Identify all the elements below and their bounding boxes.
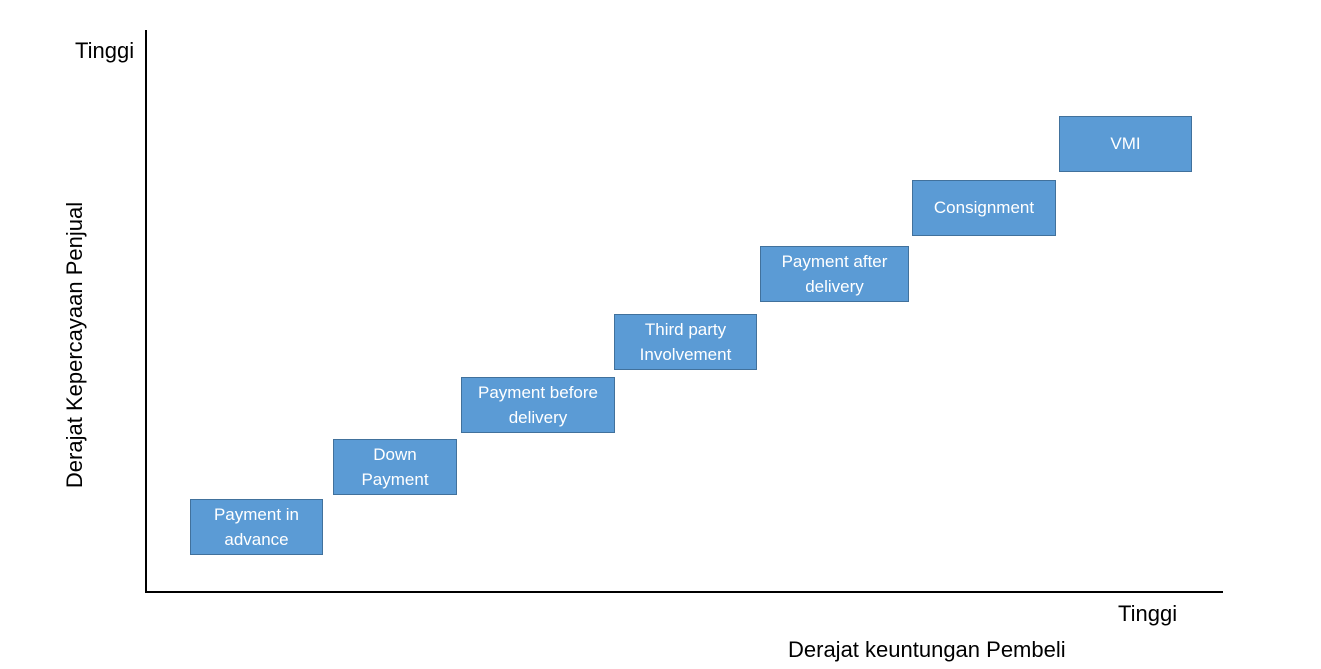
step-box-payment-before-delivery: Payment before delivery (461, 377, 615, 433)
step-label: Consignment (933, 198, 1035, 218)
y-axis-high-label: Tinggi (75, 38, 135, 63)
step-label: VMI (1110, 134, 1141, 154)
step-label: Down Payment (361, 444, 429, 490)
step-label: Payment in advance (213, 504, 300, 550)
step-box-payment-in-advance: Payment in advance (190, 499, 323, 555)
step-label: Payment after delivery (781, 251, 888, 297)
step-label: Third party Involvement (639, 319, 732, 365)
y-axis-title: Derajat Kepercayaan Penjual (62, 201, 87, 489)
step-box-vmi: VMI (1059, 116, 1192, 172)
x-axis-line (145, 591, 1223, 593)
step-label: Payment before delivery (477, 382, 598, 428)
y-axis-line (145, 30, 147, 593)
step-box-consignment: Consignment (912, 180, 1056, 236)
x-axis-title: Derajat keuntungan Pembeli (788, 637, 1066, 662)
step-box-down-payment: Down Payment (333, 439, 457, 495)
step-box-payment-after-delivery: Payment after delivery (760, 246, 909, 302)
x-axis-high-label: Tinggi (1118, 601, 1178, 626)
step-box-third-party-involvement: Third party Involvement (614, 314, 757, 370)
